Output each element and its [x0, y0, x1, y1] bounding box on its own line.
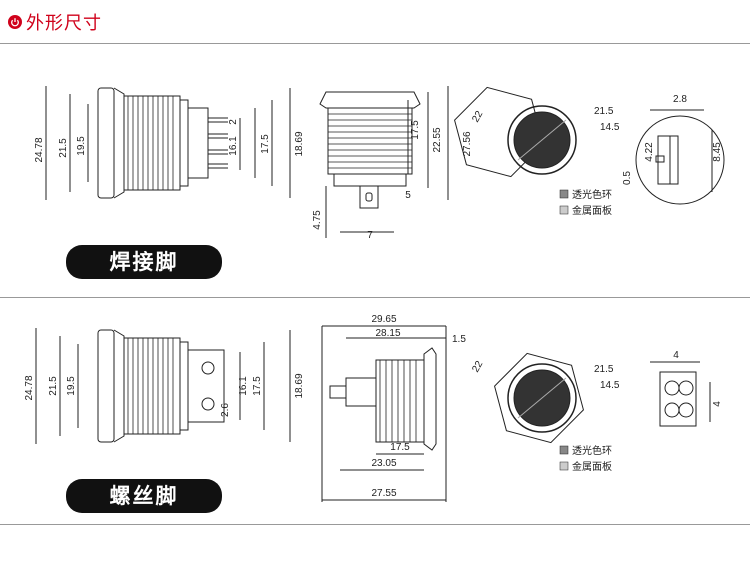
legend-swatch — [559, 205, 569, 215]
section-header: 外形尺寸 — [8, 10, 102, 34]
dim-text: 21.5 — [594, 364, 614, 375]
dim-text: 16.1 — [238, 376, 249, 396]
dim-text: 17.5 — [260, 134, 271, 154]
front-view — [321, 325, 447, 502]
dim-text: 1.5 — [452, 334, 466, 345]
dim-text: 23.05 — [371, 458, 396, 469]
legend-label: 透光色环 — [572, 444, 612, 457]
dim-text: 4 — [712, 401, 723, 407]
dim-text: 17.5 — [252, 376, 263, 396]
dim-text: 4.75 — [312, 210, 323, 230]
dim-text: 22 — [470, 109, 485, 125]
legend-swatch — [559, 461, 569, 471]
dim-text: 21.5 — [594, 106, 614, 117]
dim-text: 22.55 — [432, 127, 443, 152]
dim-text: 29.65 — [371, 314, 396, 325]
solder-pin-label: 焊接脚 — [66, 245, 222, 279]
dim-text: 14.5 — [600, 122, 620, 133]
screw-pin-section: 24.78 21.5 19.5 2.6 16.1 17.5 18.69 29.6… — [0, 298, 750, 524]
dim-text: 0.5 — [622, 171, 633, 185]
dim-text: 17.5 — [410, 120, 421, 140]
dim-text: 22 — [470, 359, 485, 375]
dim-text: 18.69 — [294, 373, 305, 398]
divider-top — [0, 43, 750, 44]
dim-text: 14.5 — [600, 380, 620, 391]
divider-middle — [0, 297, 750, 298]
dim-text: 4.22 — [644, 142, 655, 162]
dim-text: 27.56 — [462, 131, 473, 156]
detail-view — [650, 361, 711, 427]
side-view — [45, 86, 291, 200]
dim-text: 7 — [367, 230, 373, 241]
legend-swatch — [559, 445, 569, 455]
side-view — [35, 328, 291, 444]
power-icon — [8, 15, 22, 29]
dim-text: 21.5 — [48, 376, 59, 396]
dim-text: 21.5 — [58, 138, 69, 158]
dim-text: 18.69 — [294, 131, 305, 156]
dim-text: 2 — [228, 119, 239, 125]
legend-label: 金属面板 — [572, 460, 612, 473]
detail-view — [635, 109, 725, 205]
screw-pin-label: 螺丝脚 — [66, 479, 222, 513]
dim-text: 17.5 — [390, 442, 410, 453]
dim-text: 5 — [405, 190, 411, 201]
dim-text: 28.15 — [375, 328, 400, 339]
legend-swatch — [559, 189, 569, 199]
top-view — [454, 86, 577, 178]
divider-bottom — [0, 524, 750, 525]
front-view — [319, 86, 449, 238]
dim-text: 24.78 — [24, 375, 35, 400]
solder-pin-drawing: 24.78 21.5 19.5 2 16.1 17.5 18.69 17.5 2… — [34, 86, 725, 241]
dim-text: 8.45 — [712, 142, 723, 162]
top-view — [494, 352, 584, 444]
dim-text: 2.6 — [220, 403, 231, 417]
solder-pin-section: 24.78 21.5 19.5 2 16.1 17.5 18.69 17.5 2… — [0, 60, 750, 290]
dim-text: 19.5 — [76, 136, 87, 156]
dim-text: 16.1 — [228, 136, 239, 156]
dim-text: 24.78 — [34, 137, 45, 162]
dim-text: 2.8 — [673, 94, 687, 105]
screw-pin-drawing: 24.78 21.5 19.5 2.6 16.1 17.5 18.69 29.6… — [24, 314, 723, 502]
dim-text: 27.55 — [371, 488, 396, 499]
legend-label: 金属面板 — [572, 204, 612, 217]
dim-text: 4 — [673, 350, 679, 361]
dim-text: 19.5 — [66, 376, 77, 396]
page-title: 外形尺寸 — [26, 13, 102, 34]
legend-label: 透光色环 — [572, 188, 612, 201]
